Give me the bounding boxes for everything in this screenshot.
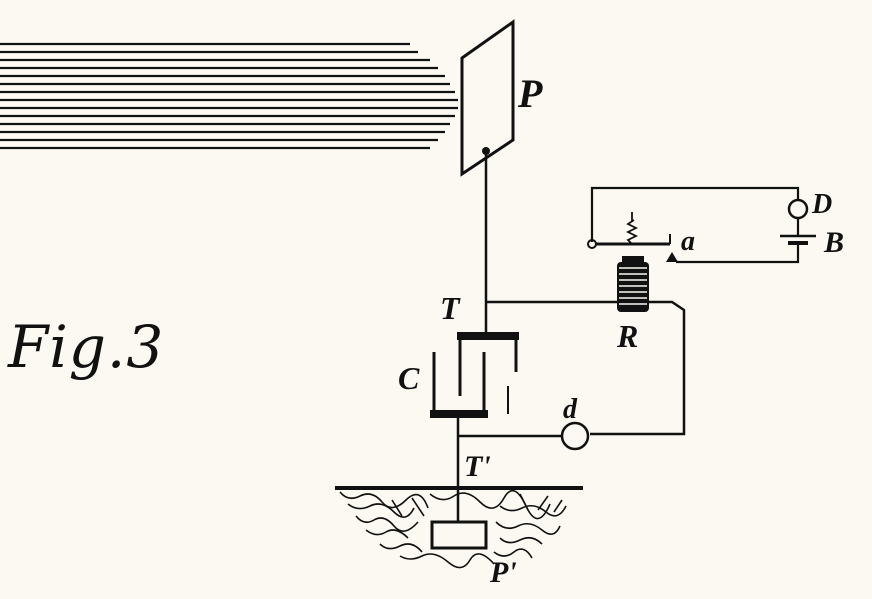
label-contact-a: a: [681, 226, 695, 257]
relay-coil-r: [617, 256, 649, 312]
condenser-c: [430, 332, 519, 418]
ground-plate: [430, 520, 488, 550]
detector-d: [560, 421, 590, 451]
label-relay-r: R: [617, 318, 639, 354]
label-ground-plate-p-prime: P': [490, 556, 517, 589]
contact-a: [666, 252, 678, 262]
local-circuit: [587, 186, 816, 264]
incoming-rays: [0, 42, 458, 150]
condenser-bottom-plate: [430, 410, 488, 418]
relay-cap: [622, 256, 644, 263]
label-terminal-t-prime: T': [464, 450, 491, 483]
label-condenser-c: C: [398, 360, 420, 396]
relay-windings: [619, 267, 647, 305]
wire-t-to-r: [486, 300, 686, 436]
label-battery-b: B: [824, 226, 845, 259]
label-bell-d: D: [812, 189, 833, 220]
local-circuit-wire: [590, 186, 800, 242]
condenser-top-plate: [457, 332, 519, 340]
armature-spring: [625, 219, 639, 245]
label-detector-d: d: [563, 394, 577, 425]
figure-title: Fig.3: [8, 313, 165, 381]
label-terminal-t: T: [440, 290, 460, 326]
label-plate-p: P: [518, 71, 543, 116]
ground-hatching: [339, 489, 567, 569]
plate-p: [460, 19, 515, 177]
bell-d: [787, 198, 809, 220]
battery-return-wire: [676, 243, 800, 264]
